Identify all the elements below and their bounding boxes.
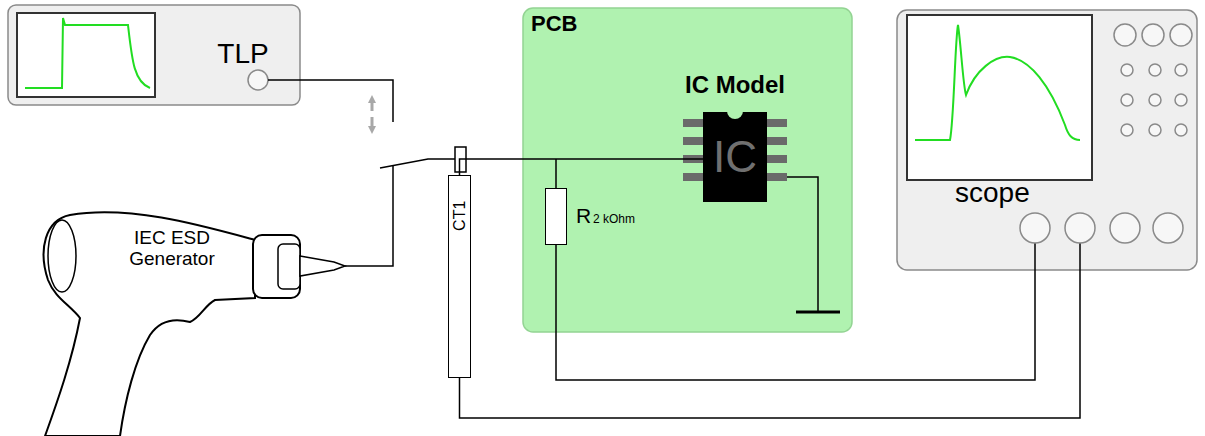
esd-wire (345, 166, 393, 266)
node-label: IC Model (673, 72, 797, 98)
resistor-wire (555, 159, 557, 188)
scope-housing (897, 10, 1197, 270)
tlp-output-knob (248, 70, 268, 90)
wire (460, 159, 704, 175)
ground-symbol (796, 311, 840, 314)
wire (460, 270, 1081, 418)
esd-gun-back (48, 220, 76, 292)
esd-gun-collar (278, 244, 300, 289)
node-label: scope (955, 178, 1030, 209)
scope-input-stub (1035, 243, 1080, 270)
scope-screen (907, 15, 1092, 180)
node-label: TLP (198, 39, 288, 70)
pcb-board (523, 8, 852, 332)
switch-arrow (371, 117, 374, 130)
node-label: IEC ESD Generator (107, 228, 237, 270)
scope-waveform (915, 25, 1080, 140)
esd-gun-tip (300, 256, 345, 276)
tlp-instrument: TLP (8, 5, 300, 105)
esd-gun-body (44, 212, 255, 436)
ground-wire (787, 177, 818, 312)
oscilloscope: scope (897, 10, 1197, 270)
current-transformer: CT1 (448, 175, 471, 378)
wire (556, 245, 1035, 380)
node-label: IC (703, 133, 767, 181)
tlp-housing (8, 5, 300, 105)
tlp-screen (17, 13, 155, 97)
scope-buttons (1114, 24, 1192, 136)
node-label: PCB (531, 12, 577, 36)
ic-chip: IC ModelIC (703, 112, 767, 202)
switch-blade (380, 159, 455, 168)
esd-generator: IEC ESD Generator (107, 224, 237, 274)
ic-notch (727, 111, 743, 119)
scope-inputs (1020, 213, 1183, 243)
esd-gun-nozzle (253, 235, 300, 298)
node-label: 2 kOhm (593, 213, 635, 226)
pcb-region: PCBIC ModelICR2 kOhm (523, 8, 852, 332)
resistor-symbol: R2 kOhm (545, 188, 567, 245)
tlp-wire (268, 80, 393, 122)
switch-arrow (371, 99, 374, 111)
node-label: CT1 (452, 201, 470, 231)
node-label: R (576, 204, 591, 227)
tlp-waveform (25, 18, 150, 88)
